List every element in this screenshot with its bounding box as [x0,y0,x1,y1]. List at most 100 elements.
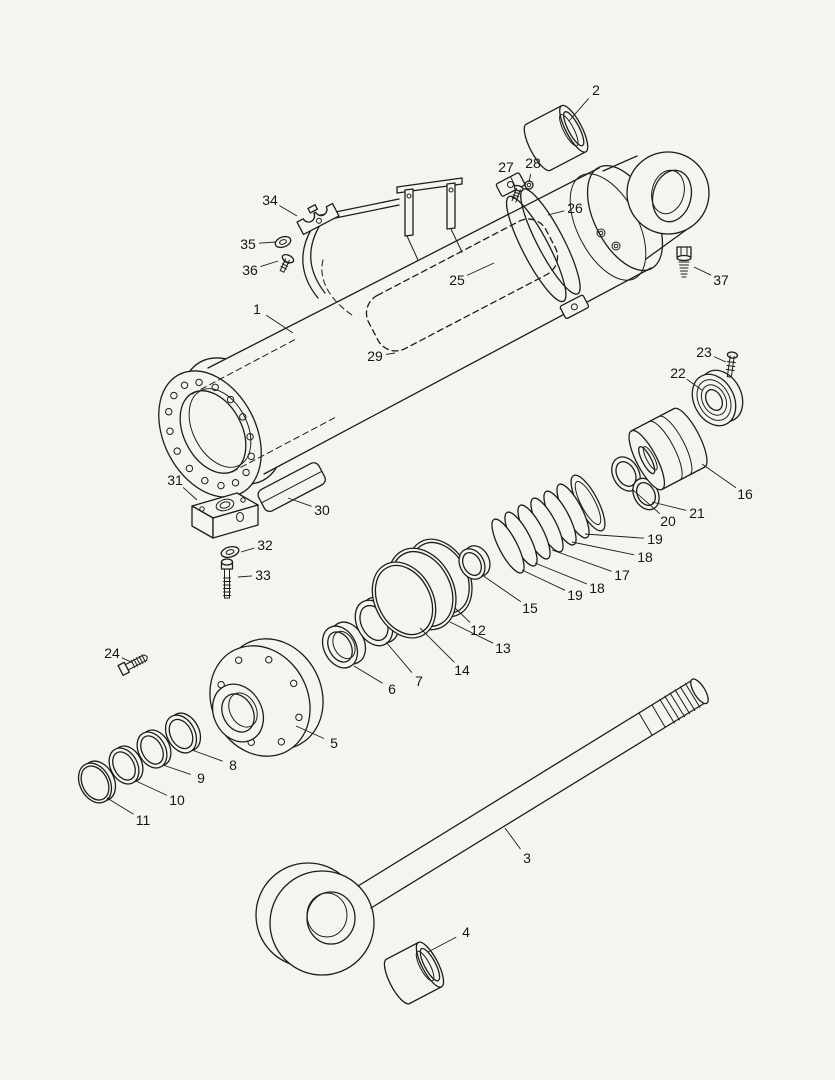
leader-line-3 [504,827,521,850]
leader-line-4 [427,936,457,953]
part-washer-35 [274,235,292,249]
callout-3: 3 [523,850,531,866]
callout-36: 36 [242,262,258,278]
callout-16: 16 [737,486,753,502]
callout-31: 31 [167,472,183,488]
part-valve-block-31 [191,492,259,539]
leader-line-20 [631,488,661,515]
callout-21: 21 [689,505,705,521]
callout-34: 34 [262,192,278,208]
leader-line-10 [135,780,168,796]
leader-line-6 [353,665,383,684]
leader-line-16 [701,463,737,489]
part-piston [628,407,708,491]
callout-7: 7 [415,673,423,689]
callout-19b: 19 [567,587,583,603]
callout-22: 22 [670,365,686,381]
part-grooved-nut-22 [691,369,744,427]
leader-line-1 [265,314,294,334]
part-bolt-33 [220,558,234,599]
leader-line-5 [295,725,325,739]
leader-line-30 [287,497,312,507]
part-bolt-24 [117,654,148,677]
part-bushing-6 [321,621,367,669]
leader-line-35 [258,241,277,244]
leader-line-37 [693,266,712,276]
callout-6: 6 [388,681,396,697]
callout-1: 1 [253,301,261,317]
leader-line-13 [449,621,494,644]
leader-line-32 [240,547,255,553]
callout-9: 9 [197,770,205,786]
leader-line-28 [528,173,532,183]
callout-29: 29 [367,348,383,364]
callout-35: 35 [240,236,256,252]
callout-18a: 18 [637,549,653,565]
leader-line-26 [547,210,565,216]
part-bolt-23 [725,351,739,378]
leader-line-7 [385,641,413,673]
part-washer-32 [220,545,240,559]
callout-20: 20 [660,513,676,529]
part-rod-seal-8 [164,712,202,754]
part-rod-seal-9 [136,729,172,769]
leader-line-31 [182,487,198,501]
leader-line-36 [260,260,279,268]
leader-line-19a [584,533,645,539]
leader-line-33 [237,575,253,578]
leader-line-24 [121,657,134,664]
callout-4: 4 [462,924,470,940]
callout-24: 24 [104,645,120,661]
leader-line-2 [568,98,590,122]
leader-line-14 [419,627,455,663]
leader-line-12 [454,607,471,623]
callout-15: 15 [522,600,538,616]
part-piston-seal-stack-17-18-19 [491,474,606,574]
callout-2: 2 [592,82,600,98]
leader-line-15 [481,574,522,603]
part-head-pin-bushing [523,104,589,172]
part-pipe-clamp-34 [296,202,340,236]
part-fitting-37 [676,246,692,278]
part-ring-15 [458,545,491,580]
callout-28: 28 [525,155,541,171]
part-rod-seal-11 [77,760,117,804]
leader-line-9 [162,764,191,775]
leader-line-25 [466,262,495,276]
leader-line-18a [571,541,635,556]
callout-33: 33 [255,567,271,583]
leader-line-22 [686,379,703,391]
callout-13: 13 [495,640,511,656]
leader-line-8 [191,749,223,762]
callout-32: 32 [257,537,273,553]
part-rod-eye-bushing [383,941,445,1005]
leader-line-34 [279,205,298,217]
callout-30: 30 [314,502,330,518]
callout-11: 11 [136,812,151,828]
callout-5: 5 [330,735,338,751]
callout-10: 10 [169,792,185,808]
leader-line-17 [551,549,612,572]
part-bolt-27 [511,184,524,203]
leader-line-23 [713,356,727,363]
leader-line-21 [651,501,687,511]
leader-line-27 [510,176,516,187]
callout-23: 23 [696,344,712,360]
part-piston-rod [255,678,709,976]
part-ring-14 [371,561,437,639]
callout-14: 14 [454,662,470,678]
part-cylinder-tube [158,151,710,498]
leader-line-29 [385,352,396,355]
callout-27: 27 [498,159,514,175]
leader-line-11 [106,797,134,815]
part-bolt-36 [279,253,295,273]
leader-line-19b [521,569,566,591]
callout-19a: 19 [647,531,663,547]
callout-25: 25 [449,272,465,288]
leader-line-18b [534,562,587,585]
callout-37: 37 [713,272,729,288]
callout-18b: 18 [589,580,605,596]
callout-8: 8 [229,757,237,773]
